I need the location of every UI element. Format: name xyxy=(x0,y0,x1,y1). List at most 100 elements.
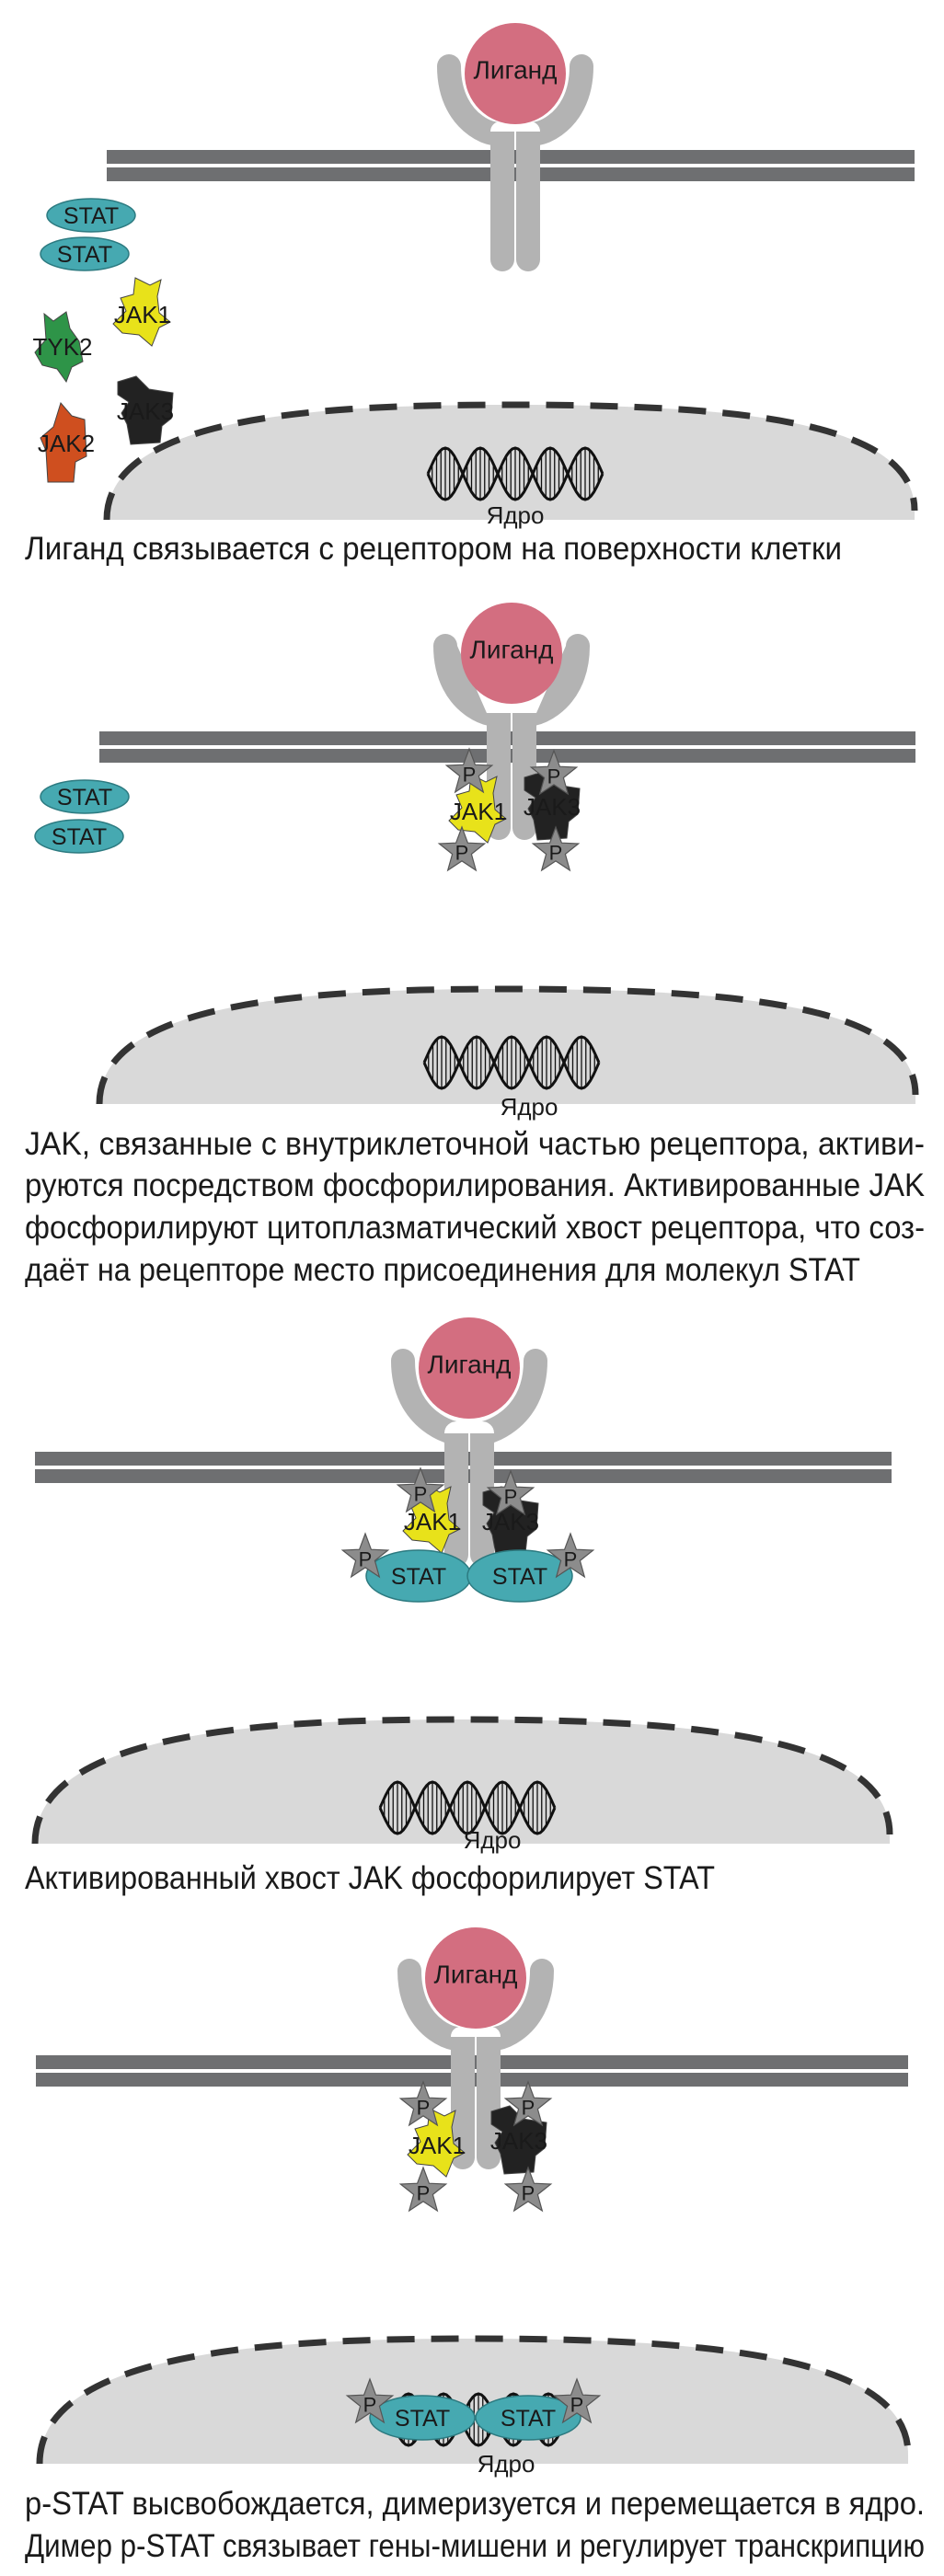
stat-label: STAT xyxy=(63,203,119,229)
phosphate-group: P xyxy=(503,2166,553,2213)
panel-caption-line: фосфорилируют цитоплазматический хвост р… xyxy=(25,1210,925,1246)
nucleus-label: Ядро xyxy=(464,1826,522,1854)
panel-caption-line: JAK, связанные с внутриклеточной частью … xyxy=(25,1126,925,1162)
star-icon xyxy=(340,1532,390,1579)
nucleus xyxy=(31,1716,893,1845)
pathway-step-1: ЛигандЯдроSTATSTATJAK1TYK2JAK3JAK2Лиганд… xyxy=(25,23,918,567)
stat-shape xyxy=(34,819,124,854)
star-icon xyxy=(529,749,579,796)
panel-caption-line: Лиганд связывается с рецептором на повер… xyxy=(25,531,842,567)
panel-caption-line: даёт на рецепторе место присоединения дл… xyxy=(25,1252,860,1288)
tyk2-protein: TYK2 xyxy=(32,311,93,384)
stat-shape xyxy=(369,2395,476,2441)
receptor xyxy=(437,54,593,271)
stat-protein: STAT xyxy=(475,2395,581,2441)
jak1-label: JAK1 xyxy=(450,798,507,825)
star-icon xyxy=(531,825,581,872)
jak1-label: JAK1 xyxy=(404,1508,461,1535)
stat-label: STAT xyxy=(57,242,112,268)
ligand: Лиганд xyxy=(465,23,566,124)
jak3-shape xyxy=(117,375,174,445)
phosphate-group: P xyxy=(398,2166,448,2213)
stat-label: STAT xyxy=(391,1564,446,1590)
phosphate-label: P xyxy=(363,2394,377,2417)
stat-shape xyxy=(466,1549,573,1603)
star-icon xyxy=(398,2166,448,2213)
nucleus-label: Ядро xyxy=(501,1093,558,1121)
jak3-protein: JAK3 xyxy=(490,2105,547,2175)
stat-protein: STAT xyxy=(46,198,136,233)
ligand-shape xyxy=(419,1317,520,1419)
stat-shape xyxy=(40,236,130,271)
jak3-protein: JAK3 xyxy=(482,1486,539,1556)
panel-caption-line: p-STAT высвобождается, димеризуется и пе… xyxy=(25,2486,925,2522)
dna-icon xyxy=(426,446,604,501)
phosphate-label: P xyxy=(522,2097,535,2120)
ligand-shape xyxy=(465,23,566,124)
stat-protein: STAT xyxy=(466,1549,573,1603)
star-icon xyxy=(503,2080,553,2127)
stat-shape xyxy=(46,198,136,233)
star-icon xyxy=(398,2080,448,2127)
phosphate-group: P xyxy=(486,1469,535,1516)
stat-protein: STAT xyxy=(369,2395,476,2441)
receptor-left-chain xyxy=(397,1959,475,2169)
phosphate-label: P xyxy=(549,842,563,865)
phosphate-label: P xyxy=(547,765,561,788)
receptor-left-chain xyxy=(437,54,514,271)
phosphate-label: P xyxy=(359,1548,373,1571)
stat-protein: STAT xyxy=(40,779,130,814)
receptor xyxy=(397,1959,554,2169)
receptor xyxy=(433,634,590,840)
jak2-protein: JAK2 xyxy=(38,401,95,483)
jak1-label: JAK1 xyxy=(409,2132,466,2159)
star-icon xyxy=(437,825,487,872)
phosphate-group: P xyxy=(529,749,579,796)
stat-label: STAT xyxy=(52,824,107,850)
dna-icon xyxy=(378,1780,557,1835)
jak1-protein: JAK1 xyxy=(402,1484,461,1554)
phosphate-group: P xyxy=(345,2377,395,2424)
jak1-protein: JAK1 xyxy=(407,2108,466,2178)
phosphate-label: P xyxy=(463,764,477,787)
receptor-right-chain xyxy=(516,54,593,271)
phosphate-group: P xyxy=(398,2080,448,2127)
jak3-protein: JAK3 xyxy=(117,375,174,445)
ligand-label: Лиганд xyxy=(474,56,558,85)
jak1-shape xyxy=(448,774,507,844)
jak1-shape xyxy=(112,277,171,347)
star-icon xyxy=(552,2377,602,2424)
phosphate-group: P xyxy=(444,747,494,794)
jak3-label: JAK3 xyxy=(524,793,581,821)
nucleus-body xyxy=(35,1719,890,1844)
ligand: Лиганд xyxy=(461,603,562,704)
dna-icon xyxy=(422,1035,601,1090)
receptor-right-chain xyxy=(512,634,590,840)
stat-label: STAT xyxy=(395,2406,450,2432)
stat-shape xyxy=(40,779,130,814)
stat-label: STAT xyxy=(501,2406,556,2432)
star-icon xyxy=(486,1469,535,1516)
ligand-shape xyxy=(425,1927,526,2029)
phosphate-group: P xyxy=(396,1466,445,1513)
stat-protein: STAT xyxy=(365,1549,472,1603)
nucleus-label: Ядро xyxy=(487,501,545,529)
jak1-protein: JAK1 xyxy=(112,277,171,347)
star-icon xyxy=(396,1466,445,1513)
jak3-label: JAK3 xyxy=(482,1508,539,1535)
jak2-shape xyxy=(40,401,87,483)
nuclear-envelope xyxy=(103,401,918,521)
star-icon xyxy=(503,2166,553,2213)
stat-shape xyxy=(475,2395,581,2441)
nuclear-envelope xyxy=(96,985,919,1105)
jak3-label: JAK3 xyxy=(490,2127,547,2155)
ligand: Лиганд xyxy=(425,1927,526,2029)
phosphate-label: P xyxy=(570,2394,584,2417)
panel-caption-line: Активированный хвост JAK фосфорилирует S… xyxy=(25,1860,715,1896)
stat-label: STAT xyxy=(492,1564,547,1590)
phosphate-label: P xyxy=(504,1486,518,1509)
